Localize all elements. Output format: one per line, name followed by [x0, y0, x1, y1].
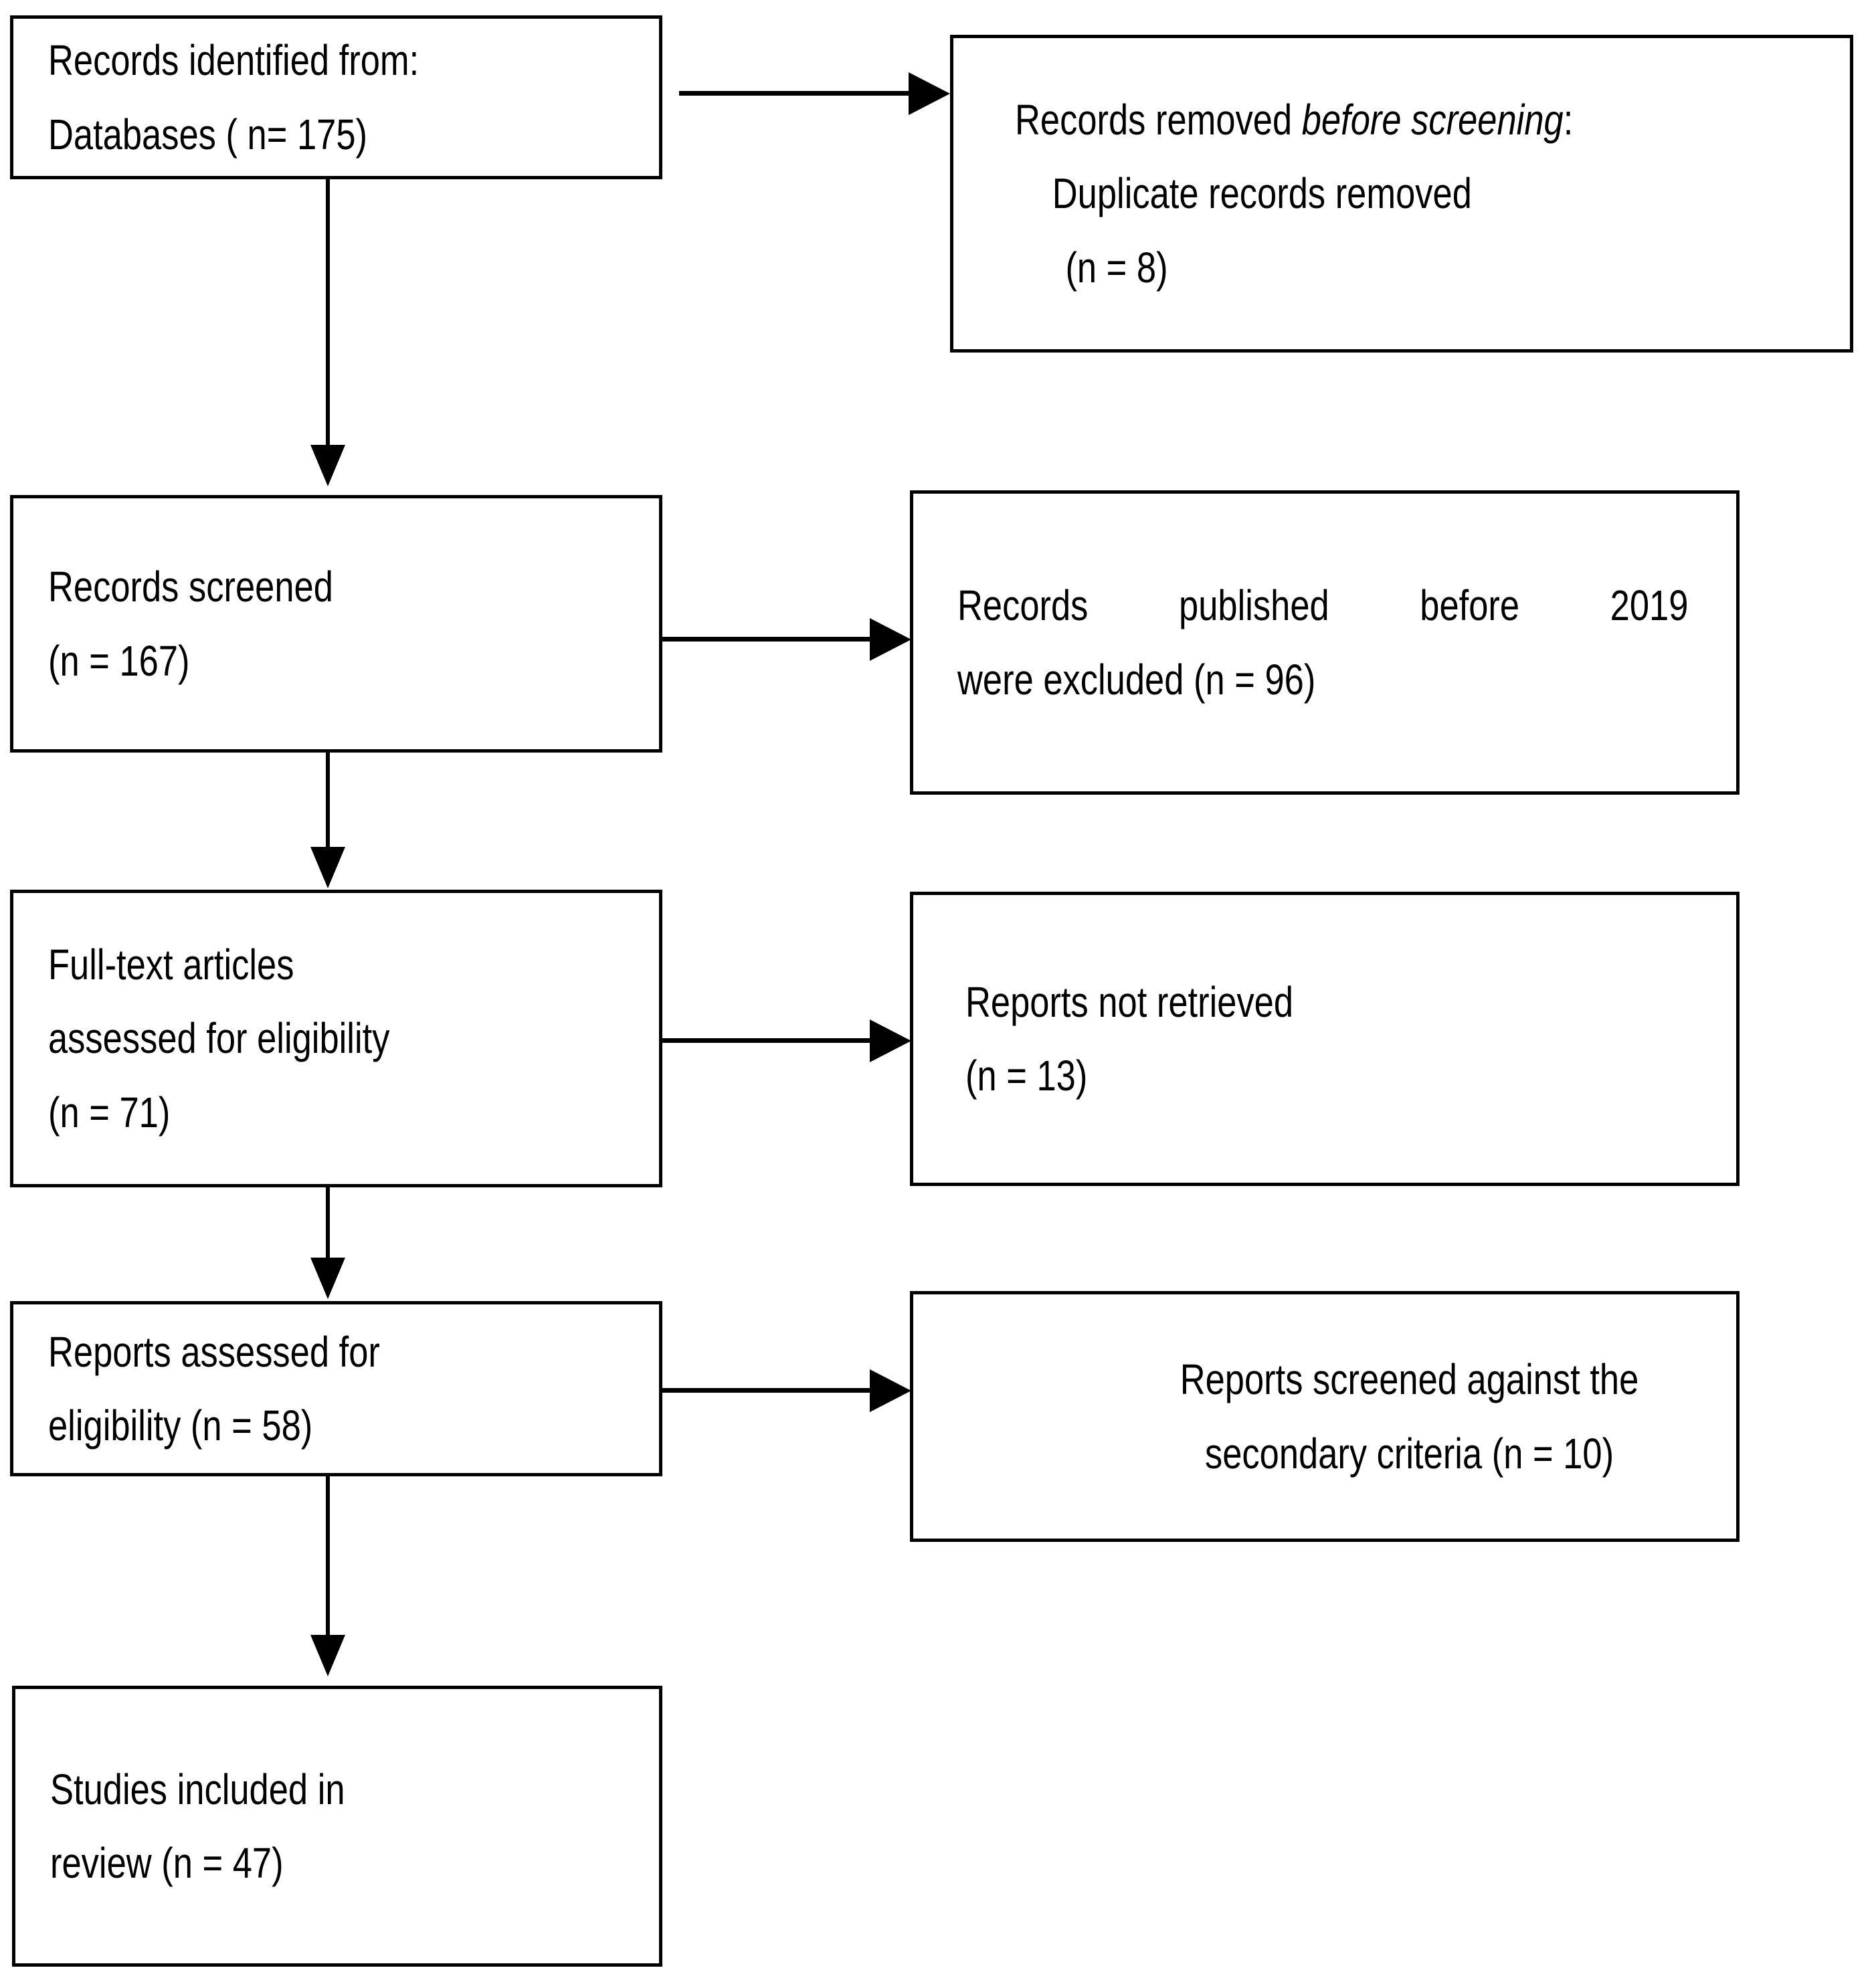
node-reports-not-retrieved-text: Reports not retrieved (n = 13): [965, 965, 1696, 1112]
node-reports-not-retrieved-line1: Reports not retrieved: [965, 977, 1294, 1026]
node-records-identified: Records identified from: Databases ( n= …: [10, 15, 662, 179]
node-fulltext-articles-assessed: Full-text articles assessed for eligibil…: [10, 890, 662, 1187]
connector-identified-to-removed-line: [679, 91, 910, 96]
node-reports-assessed-line2: eligibility (n = 58): [48, 1401, 313, 1450]
node-fulltext-articles-line2: assessed for eligibility: [48, 1014, 390, 1063]
connector-fulltext-to-reports-line: [326, 1187, 330, 1261]
node-records-removed-line1-suffix: :: [1563, 96, 1574, 144]
node-fulltext-articles-line1: Full-text articles: [48, 941, 294, 989]
connector-identified-to-screened-line: [326, 179, 330, 447]
node-studies-included-in-review: Studies included in review (n = 47): [12, 1686, 662, 1967]
node-reports-assessed-text: Reports assessed for eligibility (n = 58…: [48, 1315, 639, 1462]
connector-screened-to-excluded-arrowhead: [870, 618, 911, 661]
node-records-excluded-line2: were excluded (n = 96): [957, 655, 1316, 704]
connector-screened-to-fulltext-line: [326, 753, 330, 850]
node-studies-included-line2: review (n = 47): [50, 1839, 284, 1887]
connector-identified-to-screened-arrowhead: [310, 445, 345, 486]
node-records-removed-text: Records removed before screening: Duplic…: [1015, 83, 1823, 304]
connector-reports-to-studies-arrowhead: [310, 1635, 345, 1676]
node-records-identified-text: Records identified from: Databases ( n= …: [48, 23, 639, 171]
node-records-excluded-before-2019: Records published before 2019 were exclud…: [910, 490, 1740, 795]
node-reports-secondary-line1: Reports screened against the: [1180, 1355, 1639, 1404]
connector-identified-to-removed-arrowhead: [909, 72, 950, 115]
node-records-screened-line1: Records screened: [48, 563, 333, 611]
node-records-removed-before-screening: Records removed before screening: Duplic…: [950, 35, 1853, 353]
node-records-identified-line1: Records identified from:: [48, 36, 419, 85]
node-reports-assessed-eligibility: Reports assessed for eligibility (n = 58…: [10, 1301, 662, 1476]
node-reports-not-retrieved: Reports not retrieved (n = 13): [910, 892, 1740, 1186]
connector-reports-to-studies-line: [326, 1476, 330, 1637]
node-reports-not-retrieved-line2: (n = 13): [965, 1052, 1088, 1100]
node-fulltext-articles-text: Full-text articles assessed for eligibil…: [48, 928, 639, 1149]
node-records-removed-line3: (n = 8): [1065, 243, 1168, 292]
node-records-removed-line1: Records removed before screening:: [1015, 96, 1573, 144]
node-records-screened-text: Records screened (n = 167): [48, 550, 639, 697]
node-records-excluded-line1: Records published before 2019: [957, 581, 1689, 630]
node-reports-secondary-text: Reports screened against the secondary c…: [1024, 1343, 1794, 1490]
node-records-screened: Records screened (n = 167): [10, 495, 662, 753]
node-records-removed-line1-emphasis: before screening: [1301, 96, 1564, 144]
connector-screened-to-excluded-line: [662, 637, 871, 642]
node-fulltext-articles-line3: (n = 71): [48, 1088, 171, 1137]
node-reports-screened-secondary-criteria: Reports screened against the secondary c…: [910, 1291, 1740, 1542]
node-reports-secondary-line2: secondary criteria (n = 10): [1204, 1429, 1614, 1478]
node-records-identified-line2: Databases ( n= 175): [48, 110, 367, 159]
node-records-removed-line2: Duplicate records removed: [1052, 169, 1472, 218]
node-records-removed-line1-prefix: Records removed: [1015, 96, 1302, 144]
node-records-screened-line2: (n = 167): [48, 636, 190, 685]
connector-reports-to-secondary-arrowhead: [870, 1369, 911, 1412]
node-studies-included-text: Studies included in review (n = 47): [50, 1753, 639, 1900]
connector-fulltext-to-reports-arrowhead: [310, 1258, 345, 1299]
connector-fulltext-to-notretrieved-line: [662, 1038, 871, 1043]
node-studies-included-line1: Studies included in: [50, 1765, 345, 1813]
connector-reports-to-secondary-line: [662, 1388, 871, 1393]
connector-screened-to-fulltext-arrowhead: [310, 847, 345, 888]
node-reports-assessed-line1: Reports assessed for: [48, 1327, 380, 1376]
node-records-excluded-text: Records published before 2019 were exclud…: [957, 569, 1688, 716]
connector-fulltext-to-notretrieved-arrowhead: [870, 1019, 911, 1062]
